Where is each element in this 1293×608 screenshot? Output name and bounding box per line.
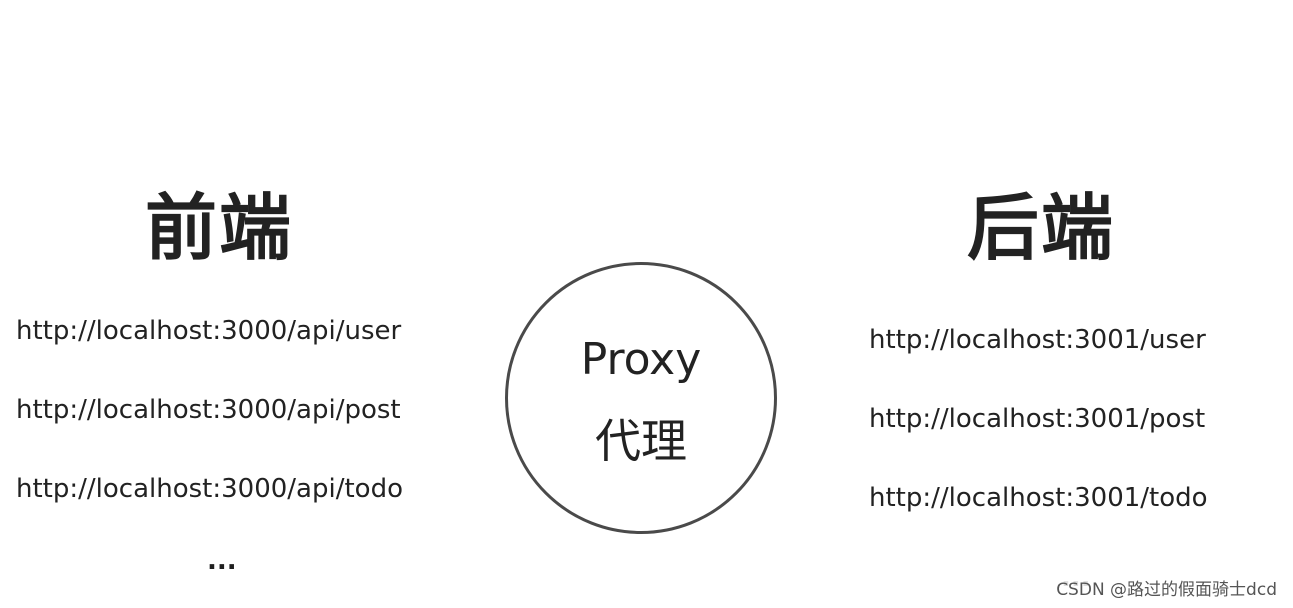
proxy-label-en: Proxy (580, 334, 702, 385)
backend-url: http://localhost:3001/post (869, 404, 1206, 434)
frontend-title: 前端 (145, 186, 294, 270)
proxy-circle (505, 262, 777, 534)
frontend-url: http://localhost:3000/api/todo (16, 474, 403, 504)
backend-url: http://localhost:3001/todo (869, 483, 1208, 513)
backend-title: 后端 (967, 186, 1116, 270)
frontend-ellipsis: ... (207, 546, 237, 576)
frontend-url: http://localhost:3000/api/user (16, 316, 402, 346)
watermark: CSDN @路过的假面骑士dcd (1054, 579, 1279, 600)
backend-url: http://localhost:3001/user (869, 325, 1206, 355)
frontend-url: http://localhost:3000/api/post (16, 395, 401, 425)
proxy-label-zh: 代理 (595, 414, 687, 468)
